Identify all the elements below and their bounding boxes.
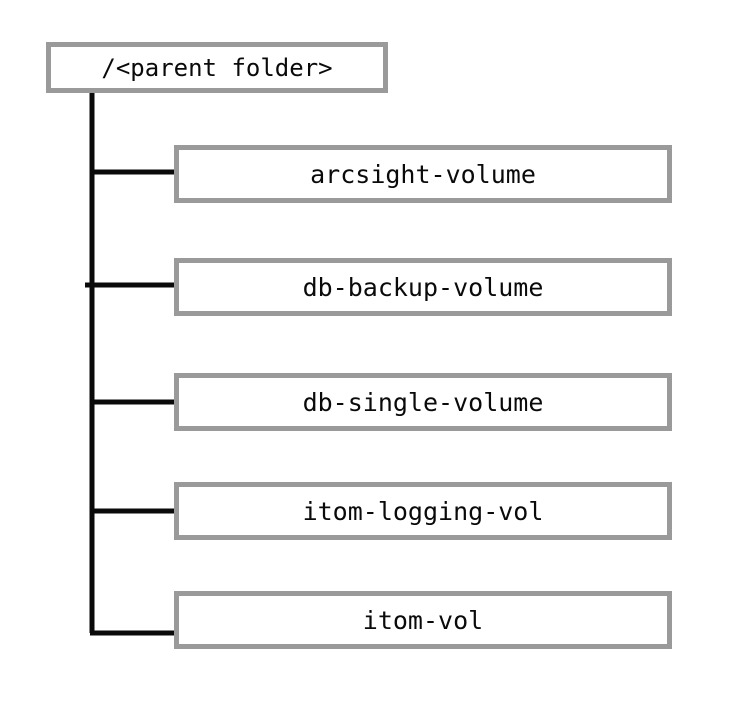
child-node-db-backup-volume[interactable]: db-backup-volume bbox=[174, 258, 672, 316]
root-node-label: /<parent folder> bbox=[101, 53, 333, 82]
child-node-label: arcsight-volume bbox=[310, 159, 536, 189]
child-node-label: db-single-volume bbox=[302, 387, 544, 417]
root-node-parent-folder[interactable]: /<parent folder> bbox=[46, 42, 388, 93]
child-node-itom-vol[interactable]: itom-vol bbox=[174, 591, 672, 649]
child-node-label: itom-logging-vol bbox=[302, 496, 544, 526]
child-node-itom-logging-vol[interactable]: itom-logging-vol bbox=[174, 482, 672, 540]
child-node-label: db-backup-volume bbox=[302, 272, 544, 302]
child-node-label: itom-vol bbox=[362, 605, 484, 635]
child-node-db-single-volume[interactable]: db-single-volume bbox=[174, 373, 672, 431]
child-node-arcsight-volume[interactable]: arcsight-volume bbox=[174, 145, 672, 203]
